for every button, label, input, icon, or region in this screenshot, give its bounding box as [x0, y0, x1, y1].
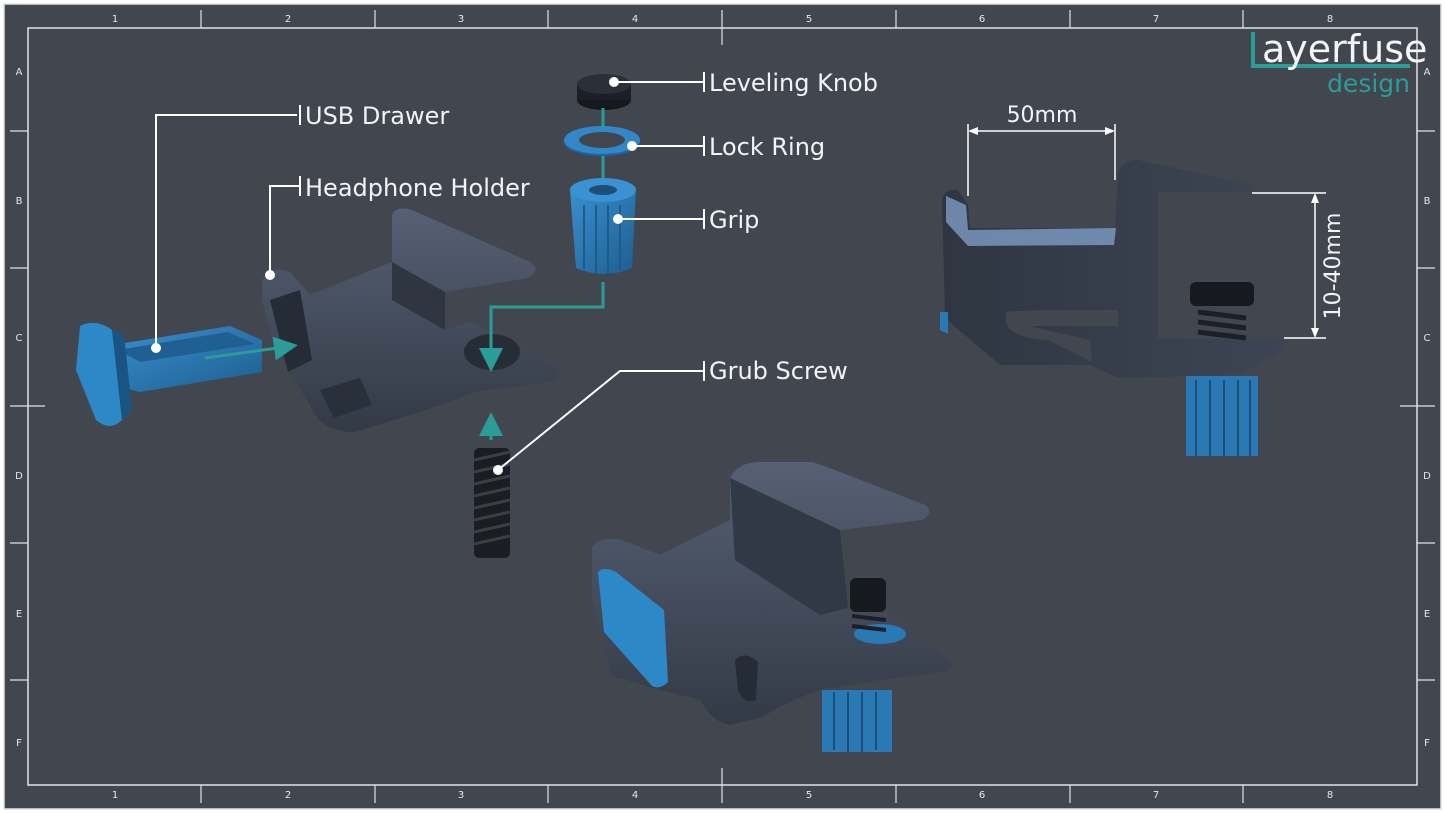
logo-wordmark: ayerfuse — [1262, 27, 1427, 71]
dimension-clamp-range — [1252, 192, 1326, 339]
col-label: 6 — [979, 14, 985, 25]
grip-part — [570, 178, 636, 274]
leader-dots — [151, 77, 637, 475]
col-label: 4 — [632, 790, 638, 801]
row-label: A — [1424, 67, 1431, 78]
col-label: 1 — [112, 790, 118, 801]
lock-ring-part — [564, 126, 640, 156]
col-label: 4 — [632, 14, 638, 25]
column-dividers — [10, 10, 1435, 803]
row-label: D — [1423, 471, 1431, 482]
callout-leveling-knob: Leveling Knob — [709, 69, 878, 97]
dimension-width-label: 50mm — [1007, 103, 1078, 128]
col-label: 2 — [285, 790, 291, 801]
logo-l-mark — [1251, 32, 1410, 68]
row-label: B — [16, 196, 23, 207]
row-label: F — [1424, 738, 1430, 749]
dimension-width — [967, 124, 1116, 196]
col-label: 5 — [806, 14, 812, 25]
row-label: D — [15, 471, 23, 482]
dimension-clamp-range-label: 10-40mm — [1321, 213, 1346, 320]
row-label: E — [1424, 609, 1430, 620]
col-label: 1 — [112, 14, 118, 25]
col-label: 7 — [1153, 790, 1159, 801]
row-label: C — [1424, 333, 1431, 344]
leader-lines — [155, 72, 705, 471]
leveling-knob-part — [577, 74, 631, 110]
col-label: 8 — [1327, 14, 1333, 25]
col-label: 3 — [458, 790, 464, 801]
col-label: 5 — [806, 790, 812, 801]
col-label: 6 — [979, 790, 985, 801]
grub-screw-part — [473, 448, 511, 558]
col-label: 3 — [458, 14, 464, 25]
callout-lock-ring: Lock Ring — [709, 133, 825, 161]
callout-usb-drawer: USB Drawer — [305, 102, 449, 130]
row-labels-right: A B C D E F — [1423, 67, 1431, 749]
col-label: 7 — [1153, 14, 1159, 25]
assembly-guides — [204, 108, 605, 440]
layerfuse-logo: ayerfuse design — [1251, 27, 1427, 98]
side-view-part — [940, 160, 1287, 456]
column-labels-top: 1 2 3 4 5 6 7 8 — [112, 14, 1333, 25]
callout-grip: Grip — [709, 206, 759, 234]
headphone-holder-body — [262, 208, 560, 432]
assembled-view-part — [592, 462, 952, 752]
row-labels-left: A B C D E F — [15, 67, 23, 749]
col-label: 8 — [1327, 790, 1333, 801]
column-labels-bottom: 1 2 3 4 5 6 7 8 — [112, 790, 1333, 801]
callout-headphone-holder: Headphone Holder — [305, 174, 530, 202]
row-label: C — [16, 333, 23, 344]
row-label: E — [16, 609, 22, 620]
row-label: F — [16, 738, 22, 749]
usb-drawer-part — [76, 322, 262, 426]
col-label: 2 — [285, 14, 291, 25]
row-label: B — [1424, 196, 1431, 207]
callout-grub-screw: Grub Screw — [709, 357, 848, 385]
row-label: A — [16, 67, 23, 78]
logo-subtitle: design — [1327, 69, 1410, 98]
